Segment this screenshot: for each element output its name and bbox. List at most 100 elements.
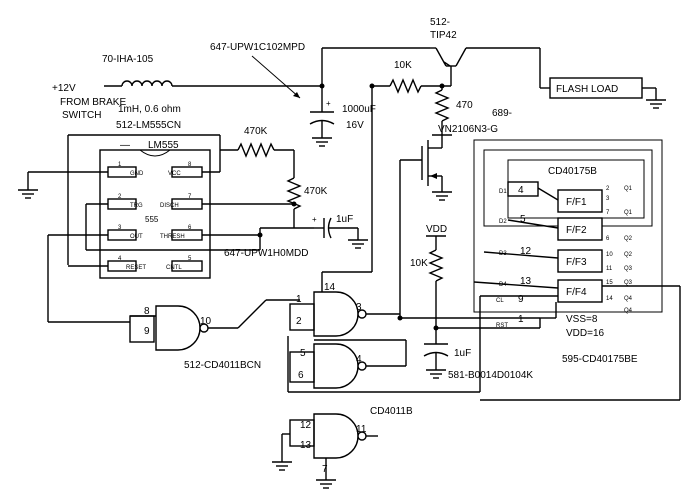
timing-cap-part-label: 647-UPW1H0MDD (224, 248, 308, 259)
gate-resistor (434, 89, 450, 122)
gate-c-pin: 5 (300, 348, 306, 359)
timing-resistor-b-value: 470K (304, 186, 328, 197)
timing-cap-value: 1uF (336, 214, 353, 225)
flipflop-q-label: Q4 (624, 308, 633, 314)
gate-c-pin: 4 (356, 354, 362, 365)
timer-pin-name: OUT (130, 234, 143, 240)
timer-pin-num: 3 (118, 225, 122, 231)
nand-chip-label: CD4011B (370, 406, 413, 417)
gate-a-pin: 8 (144, 306, 150, 317)
inductor-coil (121, 80, 173, 87)
bulk-cap-value: 1000uF (342, 104, 376, 115)
flipflop-part-label: 595-CD40175BE (562, 354, 638, 365)
flipflop-stage (557, 189, 603, 213)
timing-resistor-a (237, 142, 275, 158)
timer-pin-num: 4 (118, 256, 122, 262)
gate-a-pin: 10 (200, 316, 212, 327)
timing-cap-plate-curved (327, 217, 332, 239)
flipflop-stage-label: F/F4 (566, 287, 587, 298)
input-voltage-label: +12V (52, 83, 76, 94)
part-pointer-arrow (251, 55, 301, 99)
flipflop-outline (473, 139, 663, 313)
timer-pin-name: DISCH (160, 203, 179, 209)
flash-load-label: FLASH LOAD (556, 84, 618, 95)
ground-icon (311, 137, 333, 147)
base-resistor (389, 78, 422, 94)
gate-resistor-value: 470 (456, 100, 473, 111)
timer-name-label: LM555 (148, 140, 179, 151)
timing-resistor-a-value: 470K (244, 126, 268, 137)
flipflop-q-pin: 7 (606, 210, 610, 216)
flipflop-d-label: D3 (499, 251, 507, 257)
flipflop-stage-label: F/F2 (566, 225, 587, 236)
pullup-resistor (428, 249, 444, 282)
flipflop-clock-label: CL (496, 298, 504, 304)
gate-d-pin: 11 (356, 424, 367, 435)
ground-icon (315, 479, 337, 489)
gate-b-pin: 2 (296, 316, 302, 327)
timer-pin-name: TRG (130, 203, 143, 209)
flipflop-q-pin: 15 (606, 280, 613, 286)
nand-part-label: 512-CD4011BCN (184, 360, 261, 371)
chip-notch (139, 149, 171, 157)
flipflop-reset-label: RST (496, 323, 508, 329)
gate-b-pin: 14 (324, 282, 336, 293)
timer-pin-num: 8 (188, 162, 192, 168)
gate-b-pin: 3 (356, 302, 362, 313)
ground-icon (645, 99, 667, 109)
timer-pin-name: THRESH (160, 234, 185, 240)
nand-gate-d (313, 413, 359, 459)
timer-pin-name: RESET (126, 265, 146, 271)
inductor-part-label: 70-IHA-105 (102, 54, 154, 65)
bulk-cap-voltage: 16V (346, 120, 364, 131)
bulk-cap-plate-bottom (309, 119, 335, 125)
gate-d-pin: 7 (322, 464, 328, 475)
flipflop-q-pin: 11 (606, 266, 613, 272)
flipflop-q-pin: 10 (606, 252, 613, 258)
transistor-part-label: 512- (430, 17, 450, 28)
timer-pin-name: VCC (168, 171, 181, 177)
flipflop-stage (557, 279, 603, 303)
reset-cap-plate-curved (423, 351, 449, 357)
flipflop-d-label: D4 (499, 282, 507, 288)
gate-c-pin: 6 (298, 370, 304, 381)
gate-a-pin: 9 (144, 326, 150, 337)
flipflop-stage-label: F/F3 (566, 257, 587, 268)
ground-icon (17, 189, 39, 199)
ground-icon (347, 239, 369, 249)
timer-pin-num: 7 (188, 194, 192, 200)
flipflop-q-pin: 2 (606, 186, 610, 192)
flipflop-q-label: Q1 (624, 186, 633, 192)
transistor-name-label: TIP42 (430, 30, 457, 41)
inductor-value-label: 1mH, 0.6 ohm (118, 104, 181, 115)
timing-resistor-b (286, 177, 302, 210)
flipflop-stage (557, 217, 603, 241)
flipflop-q-label: Q2 (624, 236, 633, 242)
bulk-cap-polarity: + (326, 99, 331, 108)
flipflop-stage-pin: 12 (520, 246, 532, 257)
nand-gate-b (313, 291, 359, 337)
nand-gate-c (313, 343, 359, 389)
flipflop-stage-pin: 4 (518, 185, 524, 196)
vdd-label: VDD (426, 224, 447, 235)
svg-text:—: — (120, 140, 130, 151)
gate-d-pin: 13 (300, 440, 312, 451)
flipflop-stage-label: F/F1 (566, 197, 587, 208)
flipflop-name-label: CD40175B (548, 166, 597, 177)
pullup-resistor-value: 10K (410, 258, 428, 269)
flipflop-stage-pin: 5 (520, 214, 526, 225)
flipflop-q-label: Q2 (624, 252, 633, 258)
input-source-label: FROM BRAKE (60, 97, 126, 108)
flipflop-d-label: D2 (499, 219, 507, 225)
timer-pin-name: CNTL (166, 265, 182, 271)
timer-part-label: 512-LM555CN (116, 120, 181, 131)
flipflop-vss-label: VSS=8 (566, 314, 598, 325)
timer-pin-num: 6 (188, 225, 192, 231)
input-source-label-2: SWITCH (62, 110, 101, 121)
ground-icon (431, 191, 453, 201)
ground-icon (425, 369, 447, 379)
mosfet-part-label: 689- (492, 108, 512, 119)
gate-d-pin: 12 (300, 420, 312, 431)
timer-pin-num: 1 (118, 162, 122, 168)
